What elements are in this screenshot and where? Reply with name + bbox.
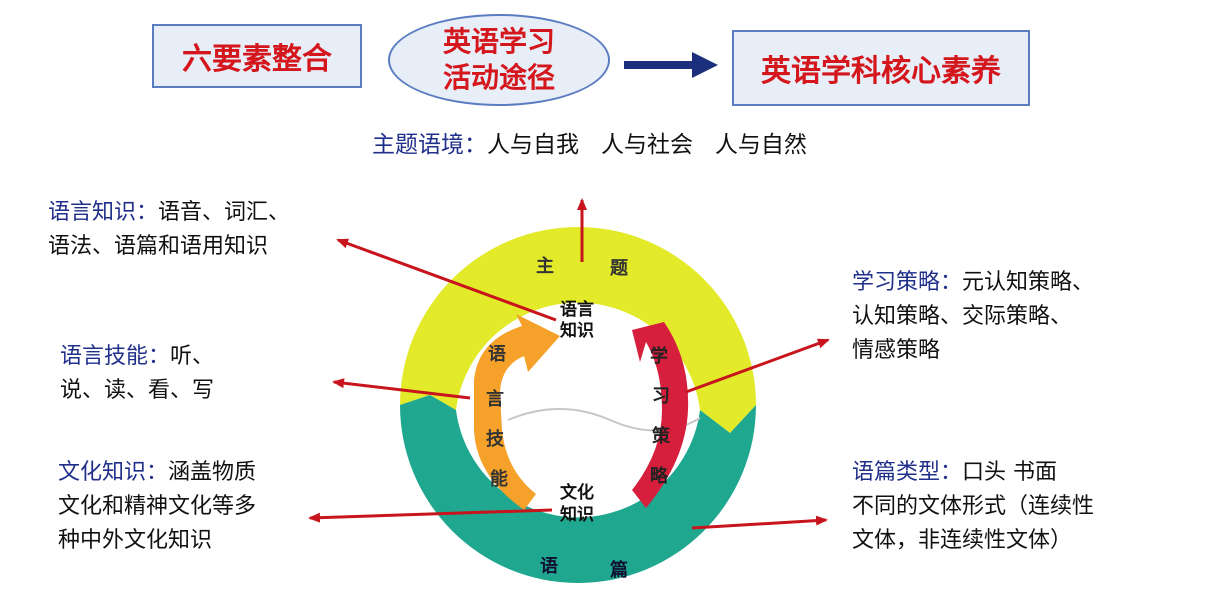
- theme-item-1: 人与自我: [487, 132, 579, 158]
- note-text: 口头 书面: [962, 460, 1058, 485]
- note-label: 语言知识：: [48, 200, 159, 225]
- note-text-types: 语篇类型：口头 书面 不同的文体形式（连续性 文体，非连续性文体）: [852, 456, 1094, 558]
- note-text: 语法、语篇和语用知识: [48, 234, 269, 259]
- note-label: 语言技能：: [60, 344, 171, 369]
- strategy-char-1: 学: [650, 345, 668, 367]
- outer-bottom-char-1: 语: [540, 556, 558, 577]
- note-text: 认知策略、交际策略、: [852, 304, 1073, 329]
- pointer-language-skills: [332, 378, 471, 400]
- note-language-knowledge: 语言知识：语音、词汇、 语法、语篇和语用知识: [48, 196, 290, 264]
- six-elements-text: 六要素整合: [182, 42, 332, 77]
- theme-item-3: 人与自然: [714, 132, 807, 158]
- note-text: 种中外文化知识: [58, 528, 213, 553]
- learning-activity-oval: 英语学习 活动途径: [388, 14, 610, 106]
- note-text: 文化和精神文化等多: [58, 494, 257, 519]
- outer-ring-discourse: [400, 395, 756, 583]
- note-text: 不同的文体形式（连续性: [852, 494, 1095, 519]
- note-text: 听、: [170, 344, 215, 369]
- core-competence-text: 英语学科核心素养: [761, 54, 1001, 89]
- header-arrow: [624, 52, 718, 78]
- note-label: 语篇类型：: [852, 460, 963, 485]
- strategy-char-4: 略: [650, 465, 669, 487]
- theme-context-label: 主题语境：: [372, 132, 487, 158]
- inner-top-line-1: 语言: [560, 299, 594, 320]
- six-elements-box: 六要素整合: [152, 24, 362, 88]
- note-text: 情感策略: [852, 338, 941, 363]
- note-cultural-knowledge: 文化知识：涵盖物质 文化和精神文化等多 种中外文化知识: [58, 456, 256, 558]
- strategy-char-2: 习: [652, 386, 670, 407]
- core-competence-box: 英语学科核心素养: [732, 30, 1030, 106]
- outer-ring: [400, 227, 756, 583]
- skills-char-4: 能: [490, 468, 508, 490]
- strategy-char-3: 策: [652, 425, 671, 447]
- learning-strategies-arrow: [632, 322, 689, 508]
- inner-bottom-line-1: 文化: [560, 482, 594, 503]
- oval-line-1: 英语学习: [442, 25, 555, 58]
- outer-top-char-1: 主: [536, 255, 554, 277]
- note-learning-strategies: 学习策略：元认知策略、 认知策略、交际策略、 情感策略: [852, 266, 1094, 368]
- skills-char-1: 语: [488, 344, 506, 365]
- inner-top-line-2: 知识: [559, 320, 594, 341]
- theme-context-line: 主题语境：人与自我 人与社会 人与自然: [372, 128, 807, 162]
- note-text: 语音、词汇、: [158, 200, 291, 225]
- pointer-text-types: [691, 515, 828, 530]
- note-text: 涵盖物质: [168, 460, 257, 485]
- outer-ring-theme: [400, 227, 756, 433]
- language-skills-arrow: [474, 314, 560, 510]
- note-text: 文体，非连续性文体）: [852, 528, 1073, 553]
- skills-char-2: 言: [486, 388, 504, 410]
- outer-top-char-2: 题: [610, 258, 629, 279]
- skills-char-3: 技: [486, 428, 505, 450]
- note-label: 学习策略：: [852, 270, 963, 295]
- pointer-learning-strategies: [685, 338, 830, 394]
- oval-line-2: 活动途径: [442, 61, 555, 94]
- theme-item-2: 人与社会: [600, 132, 693, 158]
- note-text: 说、读、看、写: [60, 378, 215, 403]
- note-language-skills: 语言技能：听、 说、读、看、写: [60, 340, 214, 408]
- outer-bottom-char-2: 篇: [610, 559, 628, 581]
- pointer-language-knowledge: [336, 238, 557, 322]
- inner-bottom-line-2: 知识: [559, 504, 594, 525]
- pointer-cultural-knowledge: [308, 508, 553, 523]
- note-label: 文化知识：: [58, 460, 169, 485]
- pointer-arrows: [308, 198, 830, 530]
- note-text: 元认知策略、: [962, 270, 1095, 295]
